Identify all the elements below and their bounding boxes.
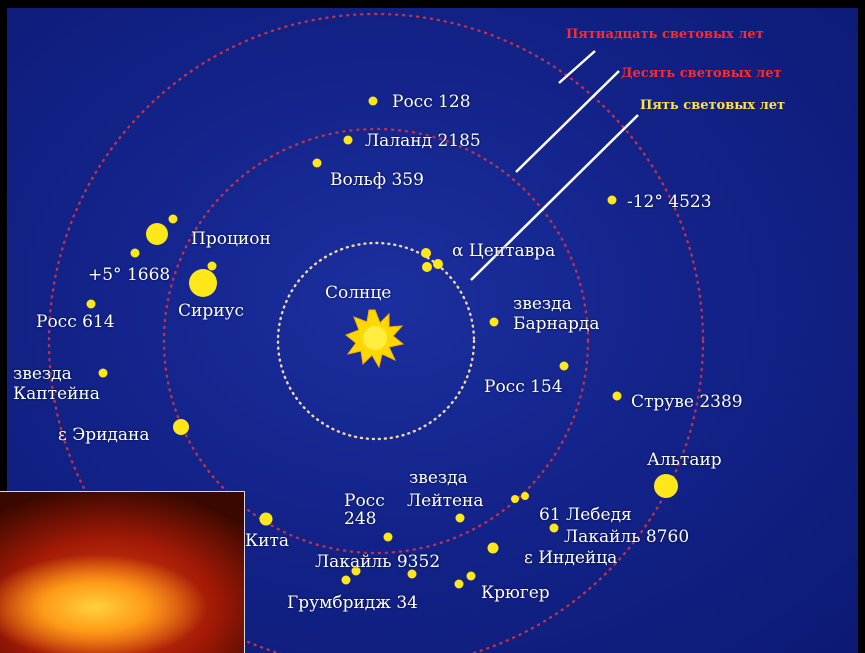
star-61-cygni-a [511,495,519,503]
star-kapteyn [98,368,108,378]
star-label-bd-12-4523: -12° 4523 [627,192,712,212]
star-lalande-2185 [343,135,353,145]
star-61-cygni-b [521,492,529,500]
star-label-wolf-359: Вольф 359 [330,170,424,190]
inset-photo [0,491,245,653]
star-kruger-a [454,579,464,589]
star-ross-248 [383,532,393,542]
star-label-alpha-centauri: α Центавра [452,241,556,261]
star-label-barnard-1: звезда [513,294,572,314]
star-map-graphics [47,12,705,653]
star-procyon-a [146,223,168,245]
star-sirius-b [207,261,217,271]
legend-5-light-years: Пять световых лет [640,98,786,113]
star-lacaille-9352 [407,569,417,579]
star-label-bd-5-1668: +5° 1668 [88,265,171,285]
star-label-tau-ceti: Кита [245,531,290,551]
legend-15-light-years: Пятнадцать световых лет [566,27,764,42]
star-label-lacaille-8760: Лакайль 8760 [564,527,690,547]
star-label-epsilon-eridani: ε Эридана [58,425,150,445]
star-label-ross-248-1: Росс [344,491,385,511]
star-label-struve-2398: Струве 2389 [631,392,743,412]
sun-icon [345,309,405,369]
star-wolf-359 [312,158,322,168]
star-groombridge-34-a [341,575,351,585]
pointer-line-15-ly [558,50,596,84]
star-label-groombridge-34: Грумбридж 34 [287,593,418,613]
star-label-kruger: Крюгер [481,583,550,603]
star-groombridge-34-b [351,566,361,576]
star-label-ross-154: Росс 154 [484,377,563,397]
star-label-61-cygni: 61 Лебедя [539,505,632,525]
star-ross-154 [559,361,569,371]
star-epsilon-eridani [173,419,189,435]
star-alpha-centauri-a [421,248,431,258]
star-luyten [455,513,465,523]
star-label-altair: Альтаир [647,450,722,470]
star-label-sirius: Сириус [178,301,245,321]
star-sirius-a [189,269,217,297]
star-bd-5-1668 [130,248,140,258]
star-label-lacaille-9352: Лакайль 9352 [315,552,441,572]
star-label-kapteyn-2: Каптейна [13,384,100,404]
star-label-barnard-2: Барнарда [513,314,600,334]
star-label-lalande-2185: Лаланд 2185 [365,131,481,151]
star-altair [654,474,678,498]
star-tau-ceti [259,512,273,526]
star-kruger-b [466,571,476,581]
star-epsilon-indi [487,542,499,554]
star-barnard [489,317,499,327]
star-ross-614 [86,299,96,309]
pointer-line-10-ly [515,70,620,173]
star-label-procyon: Процион [191,229,271,249]
sun-label: Солнце [325,283,392,303]
star-label-epsilon-indi: ε Индейца [524,548,618,568]
ring-5-ly [276,241,476,441]
legend-10-light-years: Десять световых лет [621,66,782,81]
ring-10-ly [162,127,590,555]
star-label-ross-128: Росс 128 [392,92,471,112]
star-bd-12-4523 [607,195,617,205]
star-dots [86,96,678,589]
star-label-kapteyn-1: звезда [13,364,72,384]
star-ross-128 [368,96,378,106]
pointer-line-5-ly [470,114,639,281]
star-alpha-centauri-b [422,262,432,272]
star-struve-2398 [612,391,622,401]
star-procyon-b [168,214,178,224]
star-label-ross-614: Росс 614 [36,312,115,332]
star-lacaille-8760 [549,523,559,533]
star-label-luyten-1: звезда [409,468,468,488]
star-label-ross-248-2: 248 [344,509,377,529]
star-alpha-centauri-c [433,259,443,269]
ring-15-ly [47,12,705,653]
star-label-luyten-2: Лейтена [407,491,484,511]
